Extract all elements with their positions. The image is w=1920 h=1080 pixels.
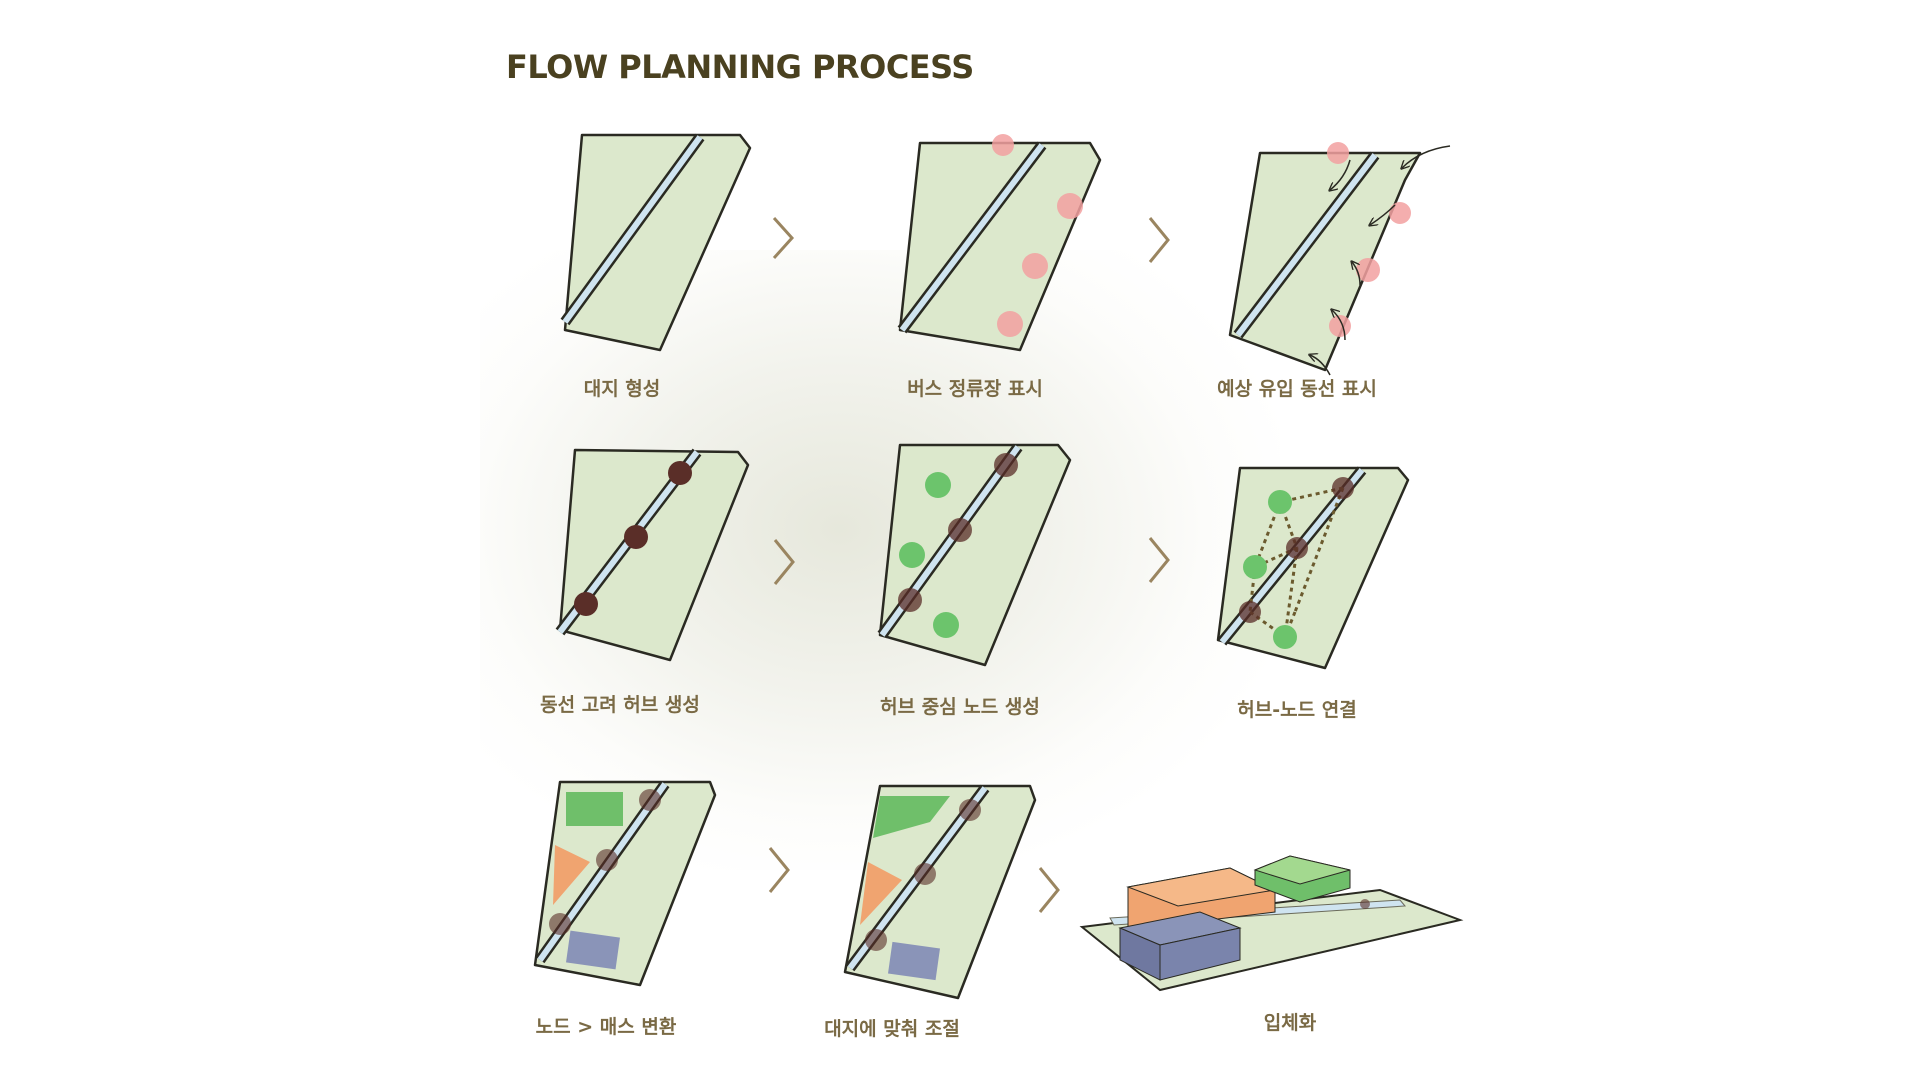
step-label: 노드 > 매스 변환 bbox=[535, 1016, 677, 1038]
chevron-icon bbox=[772, 216, 795, 260]
step1-site bbox=[560, 133, 752, 352]
chevron-icon bbox=[1148, 217, 1170, 263]
step-label: 예상 유입 동선 표시 bbox=[1217, 378, 1377, 400]
step3-flow-arrows bbox=[1228, 142, 1451, 376]
step5-nodes bbox=[877, 443, 1072, 667]
step-label: 대지 형성 bbox=[583, 378, 661, 400]
step2-bus-stops bbox=[897, 134, 1102, 352]
chevron-icon bbox=[773, 539, 795, 585]
step-label: 대지에 맞춰 조절 bbox=[824, 1018, 960, 1040]
step-label: 버스 정류장 표시 bbox=[907, 378, 1043, 400]
step9-3d-massing bbox=[1079, 855, 1464, 992]
chevron-icon bbox=[768, 847, 790, 893]
step4-hubs bbox=[555, 448, 750, 662]
step-label: 입체화 bbox=[1263, 1012, 1317, 1034]
step-label: 동선 고려 허브 생성 bbox=[540, 694, 700, 716]
step-label: 허브 중심 노드 생성 bbox=[880, 696, 1040, 718]
step6-connections bbox=[1216, 466, 1410, 670]
step7-masses bbox=[533, 780, 717, 987]
chevron-icon bbox=[1148, 537, 1170, 583]
step-label: 허브-노드 연결 bbox=[1237, 699, 1357, 721]
page-title: FLOW PLANNING PROCESS bbox=[506, 48, 974, 86]
chevron-icon bbox=[1038, 867, 1060, 913]
step8-adjusted bbox=[843, 784, 1037, 1000]
